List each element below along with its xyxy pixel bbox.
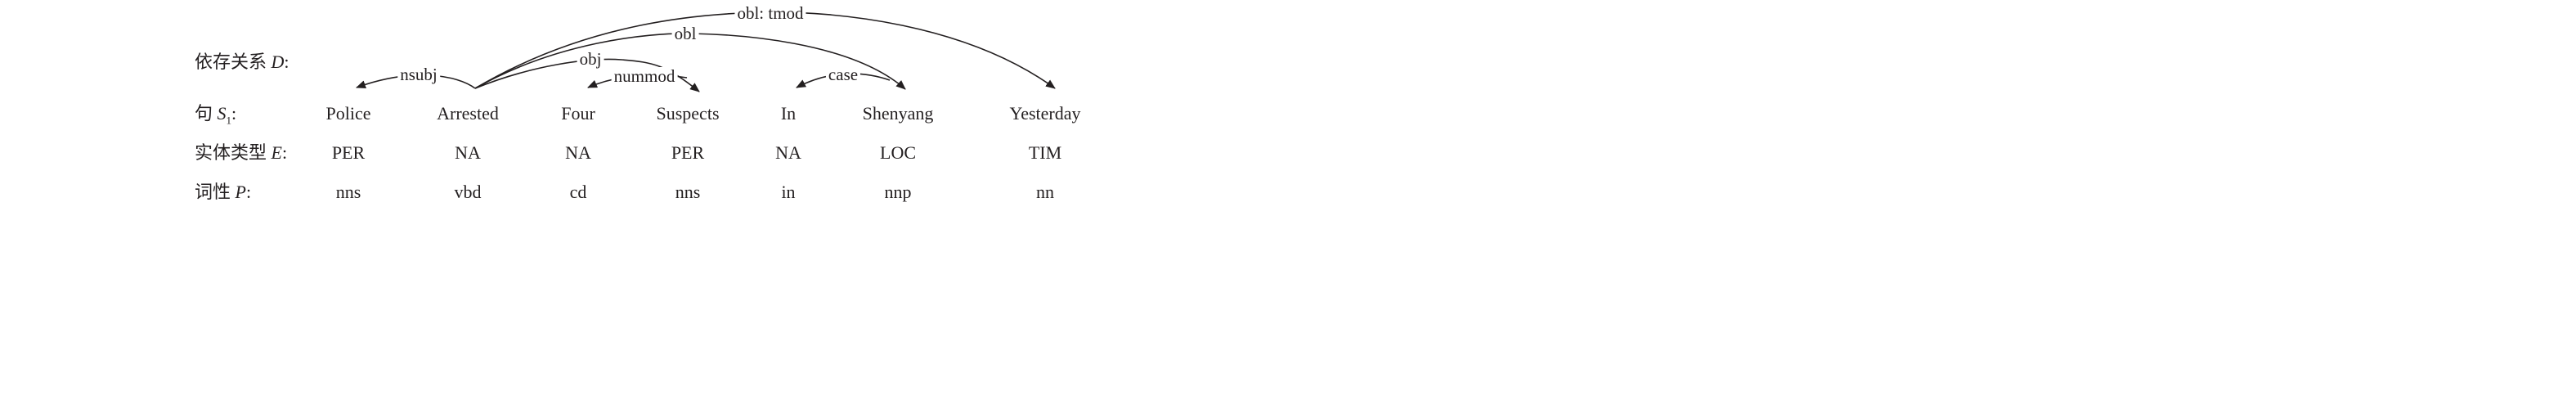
entity-type: NA [565, 142, 591, 163]
pos-tag: in [781, 182, 796, 202]
pos-tag: nns [675, 182, 701, 202]
token-word: Arrested [437, 103, 499, 124]
row-label-sentence: 句 S1: [195, 104, 236, 130]
row-label-pos-suffix: : [245, 182, 252, 202]
token-word: Shenyang [862, 103, 934, 124]
row-label-pos-var: P [235, 182, 246, 202]
row-label-sentence-sub: 1 [226, 114, 232, 127]
relation-label: case [825, 65, 861, 83]
entity-type: NA [455, 142, 481, 163]
arc-obl-tmod [474, 11, 1056, 89]
pos-tag: cd [569, 182, 587, 202]
row-label-dependency-prefix: 依存关系 [195, 52, 272, 72]
row-label-pos-prefix: 词性 [195, 182, 236, 202]
pos-tag: vbd [454, 182, 482, 202]
row-label-pos: 词性 P: [195, 182, 251, 202]
relation-label: obj [577, 50, 604, 68]
token-word: Police [325, 103, 371, 124]
relation-label: nummod [611, 67, 678, 85]
row-label-sentence-var: S [217, 103, 227, 124]
relation-label: obl: tmod [734, 4, 806, 22]
entity-type: NA [775, 142, 801, 163]
row-label-dependency-suffix: : [284, 52, 289, 72]
token-word: Suspects [656, 103, 720, 124]
entity-type: LOC [880, 142, 916, 163]
row-label-entity-prefix: 实体类型 [195, 142, 272, 163]
row-label-entity-var: E [271, 142, 282, 163]
row-label-sentence-prefix: 句 [195, 103, 218, 124]
entity-type: PER [671, 142, 705, 163]
token-word: Four [561, 103, 595, 124]
arcs-layer [356, 11, 1056, 92]
row-label-entity-suffix: : [281, 142, 288, 163]
pos-tag: nnp [884, 182, 912, 202]
relation-label: nsubj [397, 65, 440, 83]
relation-label: obl [671, 25, 699, 43]
pos-tag: nns [335, 182, 361, 202]
token-word: Yesterday [1009, 103, 1081, 124]
token-word: In [780, 103, 797, 124]
row-label-entity: 实体类型 E: [195, 143, 287, 163]
entity-type: PER [331, 142, 366, 163]
pos-tag: nn [1036, 182, 1054, 202]
row-label-sentence-suffix: : [231, 103, 237, 124]
row-label-dependency: 依存关系 D: [195, 52, 289, 72]
row-label-dependency-var: D [271, 52, 285, 72]
entity-type: TIM [1028, 142, 1062, 163]
